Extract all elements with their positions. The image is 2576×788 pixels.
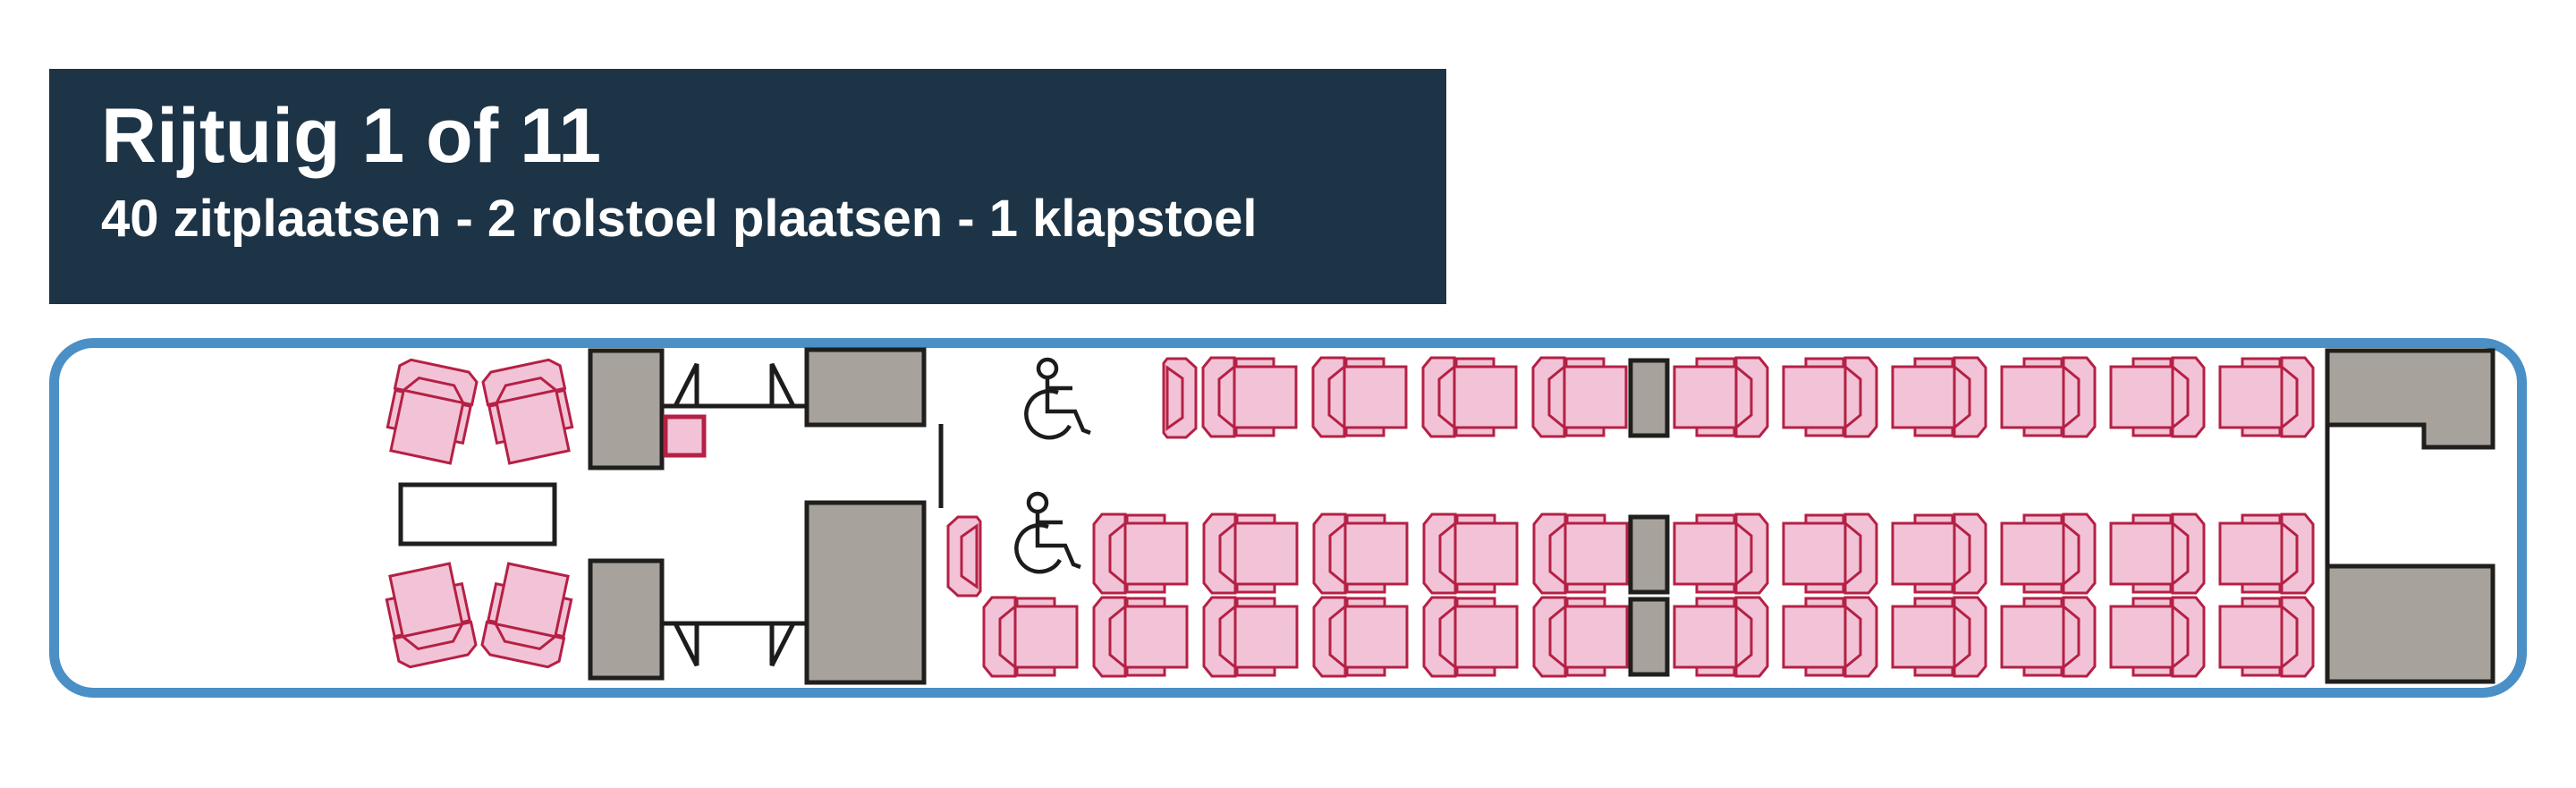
rack-hook <box>769 362 798 409</box>
seat <box>1201 356 1298 438</box>
seat <box>1673 513 1769 595</box>
table <box>398 482 557 547</box>
seat <box>1092 596 1189 678</box>
seat <box>1092 513 1189 595</box>
seat <box>2218 596 2315 678</box>
page-subtitle: 40 zitplaatsen - 2 rolstoel plaatsen - 1… <box>101 190 1258 248</box>
partition-block <box>1628 358 1670 438</box>
seat <box>1673 596 1769 678</box>
luggage-block <box>588 348 665 470</box>
seat <box>1891 596 1987 678</box>
partition-block <box>1628 597 1670 677</box>
seat <box>1673 356 1769 438</box>
folding-seat <box>663 414 707 458</box>
seat <box>1782 356 1878 438</box>
seat <box>2109 356 2206 438</box>
seat <box>2109 596 2206 678</box>
seat <box>1422 513 1519 595</box>
jump-seat <box>946 515 982 597</box>
seat <box>1532 513 1629 595</box>
seat <box>1532 596 1629 678</box>
luggage-block <box>804 347 927 428</box>
seat <box>2218 513 2315 595</box>
partition-block <box>1628 514 1670 595</box>
seat <box>1891 356 1987 438</box>
seat <box>2000 356 2097 438</box>
rack-hook <box>671 362 699 409</box>
seat <box>1531 356 1628 438</box>
jump-seat <box>1162 357 1198 439</box>
seat <box>1782 596 1878 678</box>
page-title: Rijtuig 1 of 11 <box>101 93 602 179</box>
seat <box>1891 513 1987 595</box>
seat <box>2109 513 2206 595</box>
seat <box>1202 513 1299 595</box>
seat <box>1782 513 1878 595</box>
seat <box>2000 513 2097 595</box>
seat <box>2218 356 2315 438</box>
header: Rijtuig 1 of 11 40 zitplaatsen - 2 rolst… <box>49 69 1446 304</box>
seat <box>1422 596 1519 678</box>
seat <box>1312 513 1409 595</box>
luggage-block <box>2325 563 2496 684</box>
rack-hook <box>769 621 798 667</box>
rack-hook <box>671 621 699 667</box>
seat <box>2000 596 2097 678</box>
carriage-items <box>379 347 2496 685</box>
seat <box>1312 596 1409 678</box>
luggage-block <box>804 500 927 685</box>
luggage-block <box>588 558 665 681</box>
seat <box>1311 356 1408 438</box>
seat <box>1421 356 1518 438</box>
seat <box>1202 596 1299 678</box>
seat <box>982 596 1079 678</box>
